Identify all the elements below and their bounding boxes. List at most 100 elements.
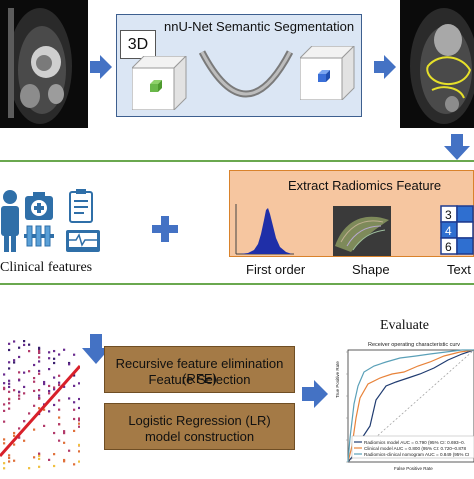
scatter-dot (3, 403, 6, 406)
scatter-dot (63, 348, 66, 351)
scatter-dot (38, 349, 41, 353)
scatter-dot (53, 464, 56, 468)
scatter-dot (18, 436, 21, 439)
roc-xlabel: False Positive Rate (394, 466, 433, 471)
rfe-line-2: Feature Selection (148, 372, 251, 387)
scatter-dot (8, 402, 11, 405)
scatter-dot (68, 361, 71, 365)
arrow-down-1 (444, 134, 470, 165)
scatter-dot (53, 376, 56, 379)
arrow-right-2 (374, 55, 396, 84)
legend-clinical: Clinical model AUC = 0.800 (95% CI: 0.72… (364, 446, 466, 451)
scatter-dot (18, 390, 21, 393)
scatter-dot (38, 457, 41, 461)
texture-label: Text (447, 262, 471, 277)
scatter-dot (38, 454, 41, 457)
scatter-dot (73, 429, 76, 433)
scatter-dot (18, 371, 21, 374)
scatter-dot (23, 340, 26, 343)
scatter-dot (33, 389, 36, 393)
scatter-dot (3, 382, 6, 385)
svg-text:4: 4 (445, 224, 452, 238)
roc-title: Receiver operating characteristic curv (368, 342, 460, 348)
scatter-dot (73, 353, 76, 356)
segmentation-title: nnU-Net Semantic Segmentation (164, 19, 355, 34)
scatter-dot (33, 376, 36, 380)
scatter-dot (48, 389, 51, 393)
scatter-dot (43, 424, 46, 428)
scatter-dot (8, 454, 11, 457)
scatter-dot (53, 386, 56, 389)
shape-surface-image (333, 206, 391, 261)
clinical-features-label: Clinical features (0, 260, 93, 275)
scatter-dot (58, 383, 61, 387)
scatter-dot (8, 385, 11, 389)
dimension-tag: 3D (120, 30, 156, 59)
scatter-dot (48, 392, 51, 395)
scatter-dot (53, 361, 56, 365)
scatter-dot (38, 351, 41, 354)
scatter-dot (28, 343, 31, 346)
scatter-dot (28, 350, 31, 353)
scatter-dot (73, 401, 76, 404)
scatter-dot (8, 342, 11, 345)
scatter-dot (38, 372, 41, 375)
scatter-dot (58, 399, 61, 402)
scatter-dot (78, 460, 81, 463)
scatter-dot (58, 423, 61, 426)
ct-scan-segmented-image (400, 0, 474, 128)
scatter-dot (53, 431, 56, 435)
arrow-down-2 (82, 334, 110, 369)
scatter-dot (13, 431, 16, 435)
scatter-dot (3, 467, 6, 470)
scatter-dot (8, 382, 11, 385)
scatter-dot (8, 361, 11, 364)
scatter-dot (38, 407, 41, 410)
scatter-dot (3, 438, 6, 441)
scatter-dot (33, 404, 36, 407)
scatter-dot (13, 389, 16, 392)
scatter-dot (3, 462, 6, 465)
scatter-dot (48, 384, 51, 388)
scatter-dot (43, 408, 46, 411)
scatter-dot (58, 381, 61, 384)
scatter-dot (48, 410, 51, 413)
scatter-dot (8, 367, 11, 370)
scatter-dot (73, 408, 76, 411)
scatter-dot (43, 380, 46, 384)
lr-box: Logistic Regression (LR) model construct… (104, 403, 295, 450)
scatter-dot (8, 390, 11, 393)
scatter-dot (78, 382, 81, 385)
scatter-dot (8, 398, 11, 401)
scatter-dot (18, 394, 21, 397)
scatter-dot (53, 388, 56, 391)
scatter-dot (78, 406, 81, 410)
scatter-dot (23, 343, 26, 347)
scatter-dot (13, 443, 16, 446)
scatter-dot (3, 386, 6, 389)
feature-scatter-plot (0, 336, 82, 479)
scatter-dot (18, 427, 21, 430)
scatter-dot (68, 449, 71, 452)
scatter-dot (38, 452, 41, 455)
scatter-dot (58, 408, 61, 411)
scatter-dot (3, 409, 6, 412)
scatter-dot (33, 456, 36, 459)
scatter-dot (38, 360, 41, 363)
scatter-dot (8, 407, 11, 410)
scatter-dot (63, 441, 66, 444)
input-volume-cube (130, 54, 188, 115)
scatter-dot (38, 346, 41, 349)
scatter-dot (73, 463, 76, 466)
scatter-dot (48, 357, 51, 360)
first-order-label: First order (246, 262, 306, 277)
lr-line-1: Logistic Regression (LR) (128, 413, 271, 428)
scatter-dot (13, 340, 16, 343)
scatter-dot (58, 353, 61, 356)
legend-radiomics: Radiomics model AUC = 0.790 (95% CI: 0.6… (364, 440, 465, 445)
section-divider-top (0, 160, 474, 162)
ct-scan-input-image (0, 0, 88, 128)
rfe-line-1: Recursive feature elimination (RFE) (115, 356, 284, 386)
scatter-dot (68, 363, 71, 366)
scatter-dot (73, 417, 76, 421)
